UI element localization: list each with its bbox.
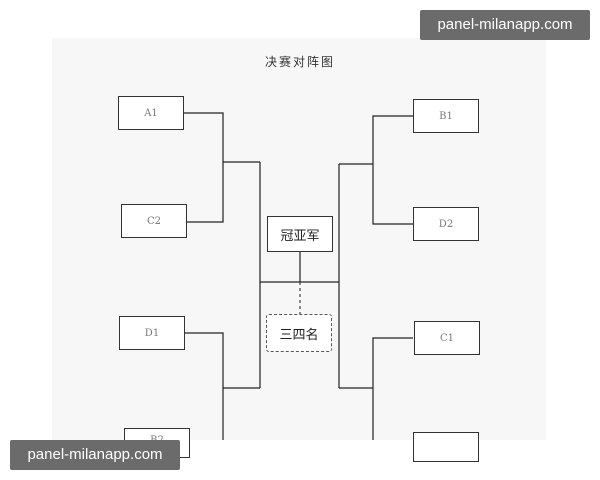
team-box-d1: D1 [119, 316, 185, 350]
team-box-a1: A1 [118, 96, 184, 130]
diagram-title: 决赛对阵图 [264, 55, 335, 69]
team-box-d2: D2 [413, 207, 479, 241]
final-box: 冠亚军 [267, 216, 333, 252]
team-box-c2: C2 [121, 204, 187, 238]
watermark-top: panel-milanapp.com [420, 10, 590, 40]
watermark-bottom: panel-milanapp.com [10, 440, 180, 470]
connector-c1 [372, 337, 413, 440]
connector-a1 [184, 112, 224, 223]
connector-d1 [185, 332, 224, 440]
connector-b1 [372, 115, 413, 225]
team-box-a2: A2 [413, 432, 479, 462]
third-place-box: 三四名 [266, 314, 332, 352]
team-box-b1: B1 [413, 99, 479, 133]
team-box-c1: C1 [414, 321, 480, 355]
